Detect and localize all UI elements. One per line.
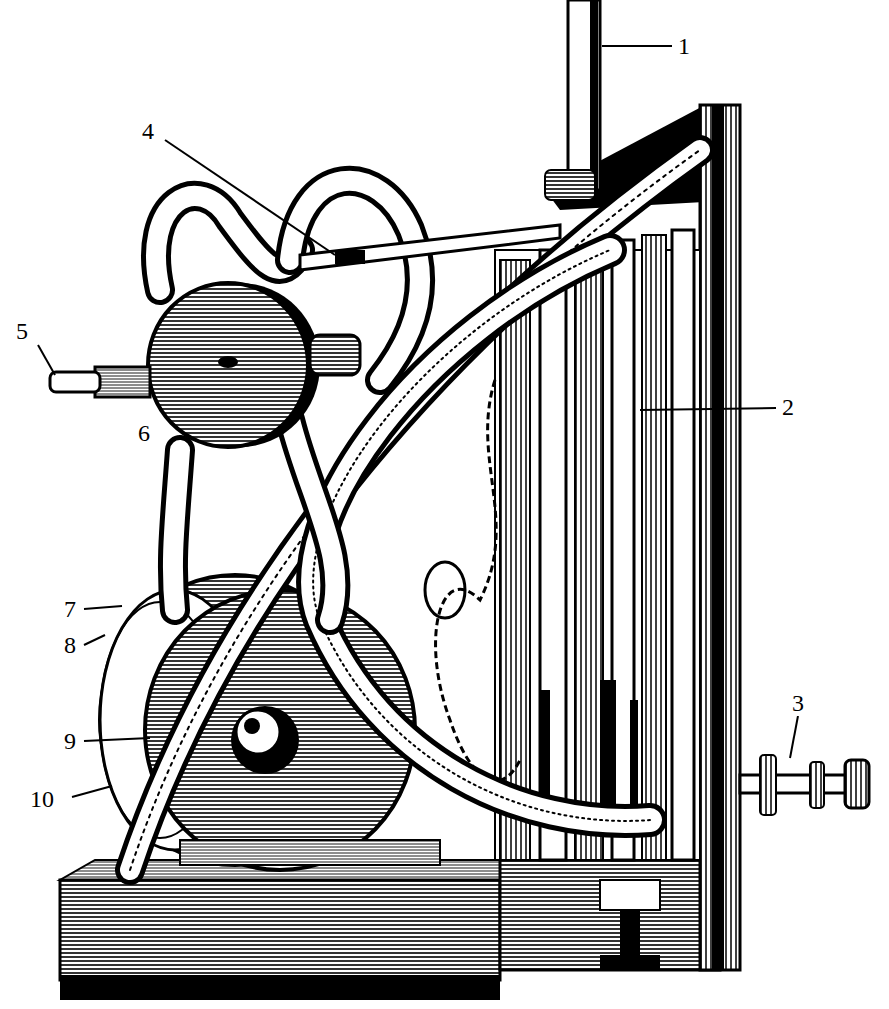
callout-number: 3 [790,690,806,716]
callout-number: 2 [780,394,796,420]
vertical-rod [545,0,600,200]
callout-number: 8 [62,632,78,658]
callout-number: 7 [62,596,78,622]
chain [425,380,520,781]
handwheel [740,755,869,815]
chamber [50,283,360,447]
callout-number: 1 [676,33,692,59]
callout-number: 10 [28,786,56,812]
base-plate [60,860,720,1000]
callout-number: 5 [14,318,30,344]
callout-number: 6 [136,420,152,446]
frame-bar [300,225,560,270]
callout-number: 4 [140,118,156,144]
cylinder-bank [495,230,700,860]
leader-lines [38,46,798,797]
callout-number: 9 [62,728,78,754]
hoses [130,150,700,870]
